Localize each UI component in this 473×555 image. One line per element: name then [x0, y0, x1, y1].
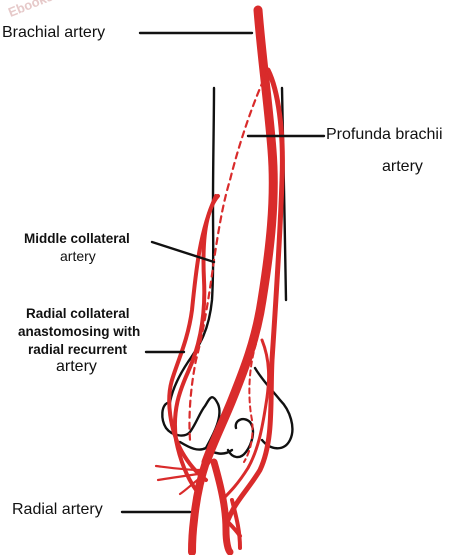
label-middle-collateral-line1: Middle collateral [24, 231, 130, 246]
radial-head [178, 440, 208, 451]
radial-recurrent-branch-3 [178, 476, 202, 496]
label-brachial-artery: Brachial artery [2, 24, 106, 41]
medial-epicondyle [161, 396, 221, 450]
radial-collateral-dashed [243, 343, 257, 463]
radial-recurrent-branch-1 [154, 464, 202, 472]
label-middle-collateral-line2: artery [60, 248, 96, 264]
radial-collateral-artery [220, 338, 271, 502]
ulnar-artery [210, 458, 234, 555]
arteries [154, 5, 285, 555]
label-radial-artery: Radial artery [12, 501, 103, 518]
profunda-brachii-artery [225, 67, 285, 523]
label-profunda-brachii-line2: artery [382, 158, 423, 175]
label-radial-collateral-line3: radial recurrent [28, 342, 128, 357]
superior-ulnar-collateral [167, 194, 218, 482]
middle-collateral-artery [172, 194, 220, 492]
humerus-outline-left [168, 86, 216, 404]
radial-recurrent-branch-2 [156, 472, 200, 482]
label-profunda-brachii-line1: Profunda brachii [326, 126, 443, 143]
label-radial-collateral-line2: anastomosing with [18, 324, 141, 339]
profunda-dashed-segment [188, 68, 270, 442]
interosseous-artery [230, 498, 242, 550]
leader-middle-collateral [150, 240, 216, 264]
interosseous-tip [224, 518, 242, 538]
brachial-artery [201, 5, 278, 467]
label-radial-collateral-line4: artery [56, 358, 97, 375]
label-radial-collateral-line1: Radial collateral [26, 306, 130, 321]
leader-lines [120, 31, 326, 514]
radial-artery [188, 458, 210, 555]
